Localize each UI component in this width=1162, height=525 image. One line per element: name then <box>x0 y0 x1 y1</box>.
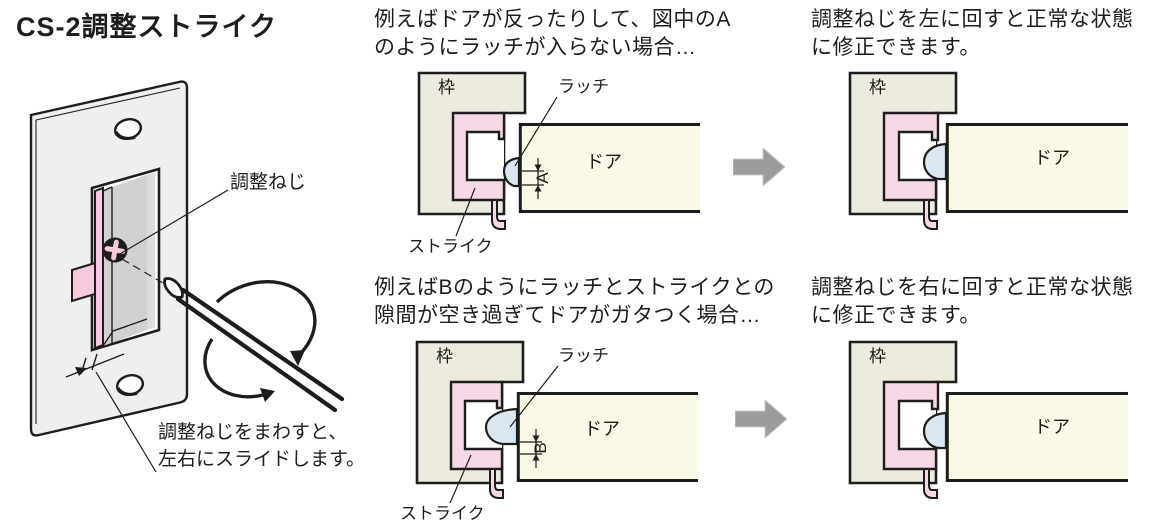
door-outline <box>518 123 700 213</box>
latch-label: ラッチ <box>558 346 609 365</box>
frame-label: 枠 <box>869 347 886 366</box>
right-arrow-icon <box>735 400 787 438</box>
slide-indicator <box>65 353 125 378</box>
door-outline <box>945 392 1128 482</box>
door-section <box>519 123 700 213</box>
strike-label: ストライク <box>408 237 493 256</box>
strike-label: ストライク <box>400 504 485 523</box>
strike-plate-illustration: 調整ねじ <box>29 80 345 473</box>
strike-lip-hook <box>923 468 938 499</box>
latch-bolt <box>922 142 948 181</box>
adjustment-screw <box>102 237 128 263</box>
case-b-result-line2: に修正できます。 <box>811 304 981 327</box>
strike-leader <box>455 187 476 237</box>
opening-recess <box>103 172 155 346</box>
door-outline <box>945 123 1128 213</box>
dimension-b-label: B <box>531 442 550 453</box>
strike-section <box>882 111 940 202</box>
case-a-problem-line1: 例えばドアが反ったりして、図中のA <box>374 8 731 31</box>
latch-leader <box>509 365 559 428</box>
door-outline <box>516 392 698 482</box>
right-arrow-icon <box>733 148 785 186</box>
case-b-problem-line2: 隙間が空き過ぎてドアがガタつく場合… <box>374 304 761 327</box>
slide-caption-line1: 調整ねじをまわすと、 <box>158 422 348 443</box>
screw-label: 調整ねじ <box>230 171 306 193</box>
case-a-result-line1: 調整ねじを左に回すと正常な状態 <box>811 8 1134 31</box>
door-section <box>517 392 698 482</box>
slide-caption: 調整ねじをまわすと、 左右にスライドします。 <box>158 419 365 473</box>
recess-side-wall <box>147 172 155 330</box>
strike-lip-hook <box>491 199 506 230</box>
slide-caption-line2: 左右にスライドします。 <box>158 449 366 470</box>
diagram-b-problem: B 枠 ラッチ ドア ストライク <box>400 340 698 523</box>
diagram-b-fixed: 枠 ドア <box>848 340 1128 499</box>
latch-bolt <box>484 407 519 446</box>
plate-hole-top <box>113 118 143 140</box>
case-b-result-text: 調整ねじを右に回すと正常な状態 に修正できます。 <box>811 274 1134 330</box>
frame-label: 枠 <box>869 78 886 97</box>
case-b-problem-text: 例えばBのようにラッチとストライクとの 隙間が空き過ぎてドアがガタつく場合… <box>374 274 775 330</box>
dimension-b: B <box>520 429 550 468</box>
screwdriver <box>163 277 345 413</box>
strike-slider-tab <box>71 261 96 303</box>
case-a-problem-line2: のようにラッチが入らない場合… <box>374 36 697 59</box>
door-label: ドア <box>586 152 622 172</box>
case-b-problem-line1: 例えばBのようにラッチとストライクとの <box>374 276 775 299</box>
screwdriver-shaft <box>175 287 345 413</box>
door-label: ドア <box>1034 148 1070 168</box>
screw-label-leader <box>119 189 229 255</box>
recess-depth-lines <box>102 186 148 347</box>
diagram-a-problem: A 枠 ラッチ ドア ストライク <box>408 71 700 256</box>
latch-label: ラッチ <box>558 77 609 96</box>
rotation-arrow-icon <box>203 279 317 402</box>
strike-slider-edge <box>94 186 104 350</box>
case-a-problem-text: 例えばドアが反ったりして、図中のA のようにラッチが入らない場合… <box>374 6 731 62</box>
door-label: ドア <box>1034 417 1070 437</box>
door-section <box>946 392 1128 482</box>
screwdriver-tip <box>163 277 184 299</box>
case-a-result-text: 調整ねじを左に回すと正常な状態 に修正できます。 <box>811 6 1134 62</box>
strike-lip-hook <box>489 468 504 499</box>
page-title: CS-2調整ストライク <box>16 12 277 42</box>
door-label: ドア <box>584 419 620 439</box>
strike-leader <box>449 454 472 504</box>
strike-section <box>449 380 504 471</box>
strike-section <box>451 111 506 202</box>
strike-lip-hook <box>923 199 938 230</box>
plate-bevel-edge <box>35 87 181 424</box>
plate-hole-bottom <box>115 374 145 396</box>
dimension-a-label: A <box>533 172 552 184</box>
case-a-result-line2: に修正できます。 <box>811 36 981 59</box>
frame-label: 枠 <box>438 78 455 97</box>
diagram-a-fixed: 枠 ドア <box>848 71 1128 230</box>
strike-section <box>882 380 940 471</box>
dimension-a: A <box>522 158 552 199</box>
frame-label: 枠 <box>436 347 453 366</box>
screw-axis-line <box>121 258 169 287</box>
latch-bolt <box>922 411 948 450</box>
latch-leader <box>514 96 558 167</box>
case-b-result-line1: 調整ねじを右に回すと正常な状態 <box>811 276 1134 299</box>
door-section <box>946 123 1128 213</box>
caption-leader <box>95 371 157 473</box>
